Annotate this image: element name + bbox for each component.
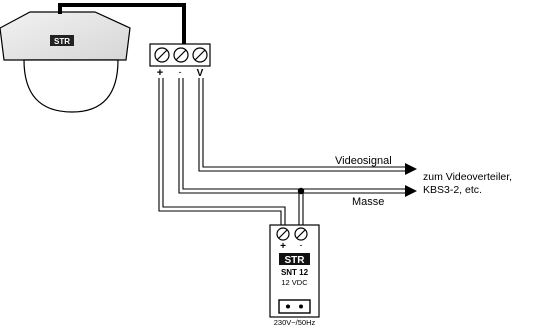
destination-label-line1: zum Videoverteiler, [423,171,512,183]
psu-voltage: 12 VDC [281,278,308,287]
camera-cable [58,3,186,44]
ground-wire [178,78,405,194]
camera-logo-badge [50,35,74,46]
dome-camera: STR [0,11,131,113]
ground-label: Masse [352,196,384,208]
psu-logo-badge [279,253,310,265]
psu-label-plus: + [280,241,286,252]
destination-label-line2: KBS3-2, etc. [423,184,482,196]
terminal-block: + - V [149,43,211,79]
video-signal-label: Videosignal [335,155,392,167]
mains-label: 230V~/50Hz [274,318,316,327]
mains-connector [278,299,311,314]
power-supply-unit: + - STR SNT 12 12 VDC [269,224,320,318]
junction-dot [297,187,305,195]
terminal-label-minus: - [179,67,182,77]
psu-model: SNT 12 [281,268,309,277]
plus-wire [158,78,282,226]
psu-label-minus: - [300,240,303,250]
terminal-label-video: V [197,68,204,79]
video-arrow-icon [405,163,417,175]
terminal-label-plus: + [157,67,163,79]
video-wire [198,78,405,172]
psu-logo: STR [285,255,306,266]
ground-arrow-icon [405,185,417,197]
wires [158,78,405,226]
camera-logo: STR [54,37,70,46]
